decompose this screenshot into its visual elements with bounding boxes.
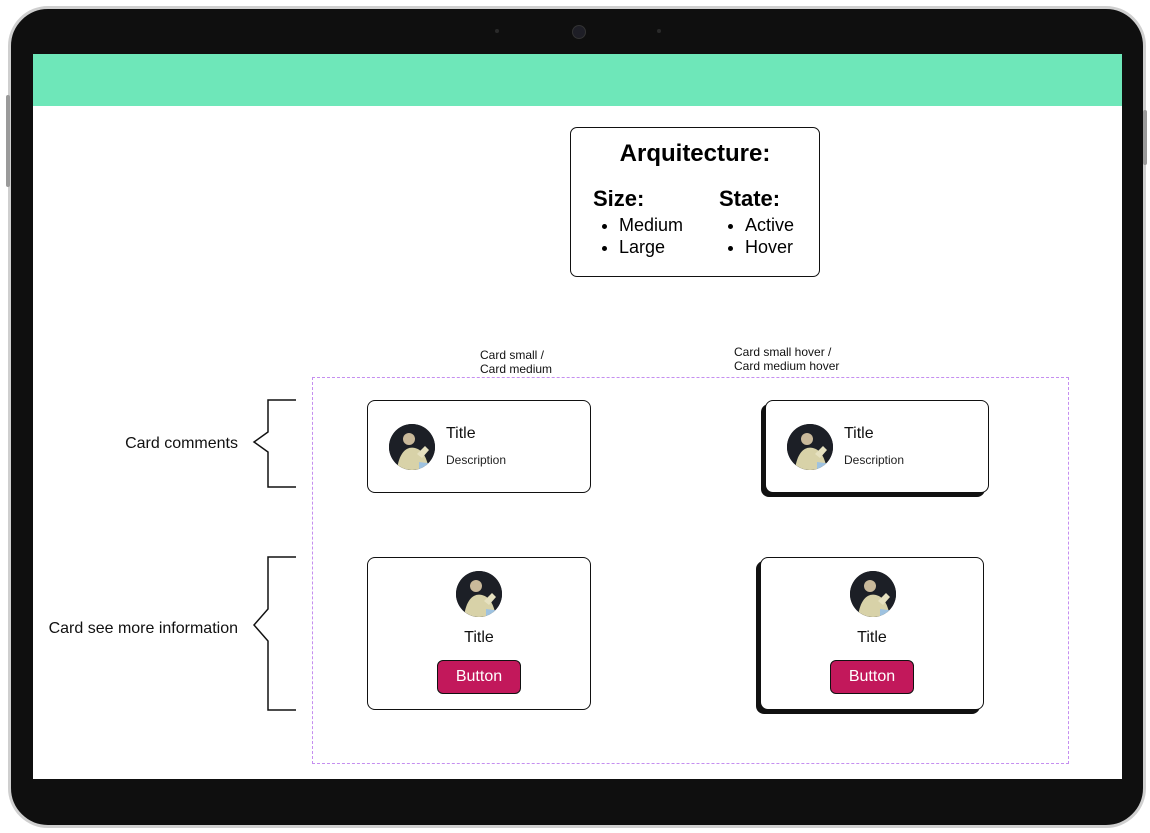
size-item: Large: [619, 236, 683, 258]
row-label-comments: Card comments: [125, 435, 238, 452]
user-avatar-photo-icon: [389, 424, 435, 470]
user-avatar-photo-icon: [787, 424, 833, 470]
info-card-hover[interactable]: Title Button: [760, 557, 984, 710]
avatar: [850, 571, 896, 617]
card-action-button[interactable]: Button: [830, 660, 914, 694]
card-title: Title: [446, 425, 476, 442]
side-button-left: [6, 95, 10, 187]
column-label-default: Card small / Card medium: [480, 348, 552, 376]
info-card[interactable]: Title Button: [367, 557, 591, 710]
column-label-line: Card small hover /: [734, 345, 832, 359]
architecture-title: Arquitecture:: [619, 140, 771, 167]
state-item: Active: [745, 214, 794, 236]
brace-more-info: [253, 556, 296, 711]
card-title: Title: [844, 425, 874, 442]
card-title: Title: [857, 629, 887, 646]
side-button-right: [1143, 110, 1147, 165]
card-description: Description: [446, 453, 507, 467]
card-action-button[interactable]: Button: [437, 660, 521, 694]
brace-group: [252, 399, 296, 711]
sensor-dot-right: [657, 29, 661, 33]
sensor-dot-left: [495, 29, 499, 33]
state-heading: State:: [719, 186, 781, 211]
top-bar: [33, 54, 1122, 106]
avatar: [389, 424, 435, 470]
user-avatar-photo-icon: [456, 571, 502, 617]
architecture-box: Arquitecture: Size: Medium Large State: …: [570, 127, 820, 277]
card-description: Description: [844, 453, 905, 467]
column-label-hover: Card small hover / Card medium hover: [734, 345, 839, 373]
avatar: [787, 424, 833, 470]
column-label-line: Card medium: [480, 362, 553, 376]
user-avatar-photo-icon: [850, 571, 896, 617]
front-camera-icon: [572, 25, 586, 39]
column-label-line: Card small /: [480, 348, 545, 362]
card-title: Title: [464, 629, 494, 646]
screen: Arquitecture: Size: Medium Large State: …: [33, 54, 1122, 779]
state-item: Hover: [745, 236, 794, 258]
size-item: Medium: [619, 214, 683, 236]
brace-comments: [252, 399, 296, 488]
avatar: [456, 571, 502, 617]
comment-card[interactable]: Title Description: [367, 400, 591, 493]
row-label-more-info: Card see more information: [48, 620, 238, 637]
size-list: Medium Large: [593, 214, 683, 258]
column-label-line: Card medium hover: [734, 359, 840, 373]
size-heading: Size:: [593, 186, 645, 211]
component-set-frame: [312, 377, 1069, 764]
comment-card-hover[interactable]: Title Description: [765, 400, 989, 493]
state-list: Active Hover: [719, 214, 794, 258]
